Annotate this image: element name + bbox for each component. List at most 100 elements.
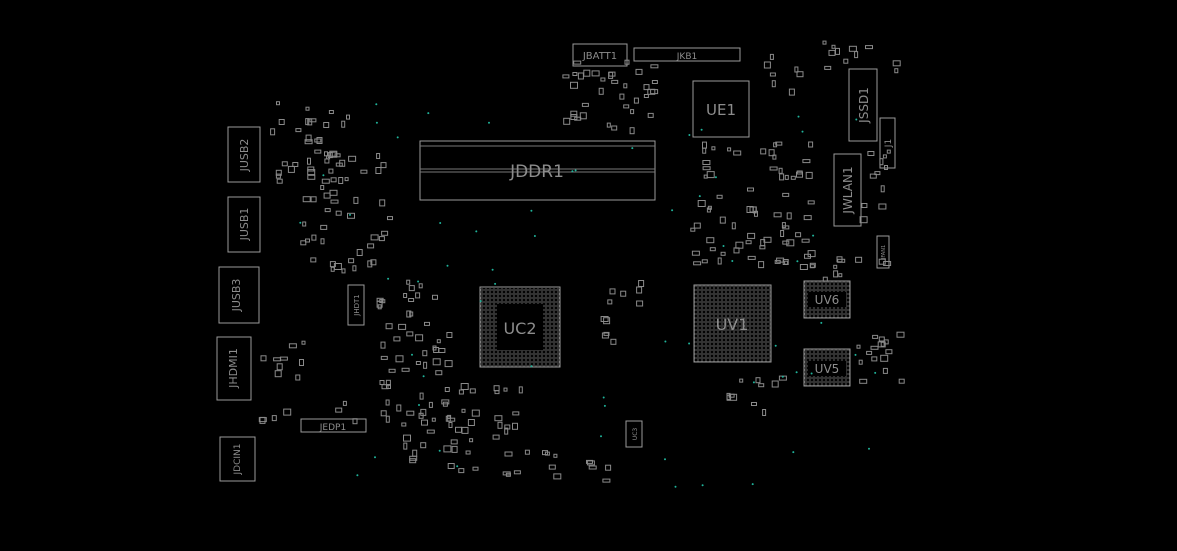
smd-pad [807, 200, 815, 205]
smd-pad [330, 199, 339, 204]
smd-pad [603, 331, 610, 336]
via-dot [375, 121, 378, 124]
smd-pad [378, 236, 385, 242]
via-dot [574, 169, 577, 172]
smd-pad [395, 355, 404, 363]
smd-pad [602, 478, 611, 483]
smd-pad [898, 378, 905, 384]
smd-pad [869, 173, 877, 179]
via-dot [631, 147, 634, 150]
label-uv6: UV6 [815, 293, 840, 307]
via-dot [533, 235, 536, 237]
via-dot [530, 365, 533, 368]
smd-pad [309, 118, 317, 123]
smd-pad [769, 72, 776, 77]
smd-pad [408, 298, 415, 302]
via-dot [792, 451, 795, 454]
smd-pad [381, 384, 389, 390]
smd-pad [307, 174, 316, 180]
smd-pad [608, 71, 614, 79]
smd-pad [428, 401, 433, 408]
smd-pad [894, 68, 899, 74]
smd-pad [422, 350, 428, 357]
smd-pad [633, 97, 639, 104]
smd-pad [278, 119, 285, 125]
label-jddr1: JDDR1 [509, 162, 564, 182]
smd-pad [450, 439, 458, 445]
smd-pad [403, 293, 408, 298]
smd-pad [570, 110, 578, 117]
smd-pad [855, 256, 863, 263]
smd-pad [274, 370, 282, 378]
smd-pad [801, 238, 810, 243]
smd-pad [420, 442, 427, 449]
connector-jusb1: JUSB1 [227, 196, 261, 253]
smd-pad [423, 361, 428, 369]
smd-pad [302, 196, 311, 203]
smd-pad [338, 177, 344, 184]
smd-pad [747, 255, 756, 260]
smd-pad [609, 288, 616, 295]
label-jedp1: JEDP1 [319, 423, 346, 433]
smd-pad [822, 276, 828, 282]
smd-pad [630, 109, 635, 115]
smd-pad [276, 363, 283, 371]
smd-pad [341, 268, 346, 274]
connector-jedp1: JEDP1 [300, 418, 367, 433]
smd-pad [579, 112, 587, 120]
smd-pad [730, 393, 738, 401]
smd-pad [883, 261, 892, 266]
smd-pad [635, 68, 643, 75]
via-dot [603, 404, 606, 407]
smd-pad [802, 159, 811, 164]
smd-pad [299, 359, 304, 366]
connector-jssd1: JSSD1 [848, 68, 878, 142]
smd-pad [385, 399, 390, 406]
smd-pad [367, 243, 375, 249]
via-dot [700, 128, 703, 131]
smd-pad [808, 141, 814, 148]
smd-pad [304, 139, 313, 145]
smd-pad [380, 341, 386, 349]
via-dot [795, 371, 798, 374]
smd-pad [443, 445, 452, 453]
smd-pad [311, 234, 317, 241]
smd-pad [421, 419, 428, 426]
smd-pad [342, 400, 347, 406]
connector-jwlan1: JWLAN1 [833, 153, 862, 227]
smd-pad [341, 120, 346, 128]
smd-pad [824, 65, 832, 70]
smd-pad [346, 114, 350, 120]
smd-pad [505, 472, 511, 477]
via-dot [774, 344, 777, 347]
smd-pad [796, 71, 804, 78]
smd-pad [570, 114, 578, 120]
smd-pad [760, 148, 767, 155]
via-dot [427, 112, 430, 115]
smd-pad [258, 417, 267, 423]
smd-pad [380, 355, 388, 360]
chip-uv1: UV1 [693, 284, 772, 363]
smd-pad [418, 412, 424, 419]
smd-pad [573, 60, 582, 65]
via-dot [322, 174, 325, 177]
smd-pad [335, 210, 342, 216]
smd-pad [270, 128, 276, 136]
smd-pad [432, 358, 441, 366]
smd-pad [348, 258, 355, 264]
smd-pad [292, 162, 299, 167]
smd-pad [295, 374, 301, 381]
smd-pad [586, 460, 595, 466]
label-uv1: UV1 [716, 315, 749, 334]
smd-pad [572, 72, 578, 76]
smd-pad [275, 169, 282, 176]
smd-pad [647, 112, 654, 118]
smd-pad [727, 147, 732, 152]
smd-pad [281, 161, 288, 167]
via-dot [387, 277, 390, 280]
smd-pad [446, 332, 453, 338]
smd-pad [610, 338, 617, 345]
smd-pad [773, 212, 782, 218]
smd-pad [702, 160, 711, 165]
smd-pad [859, 378, 868, 384]
